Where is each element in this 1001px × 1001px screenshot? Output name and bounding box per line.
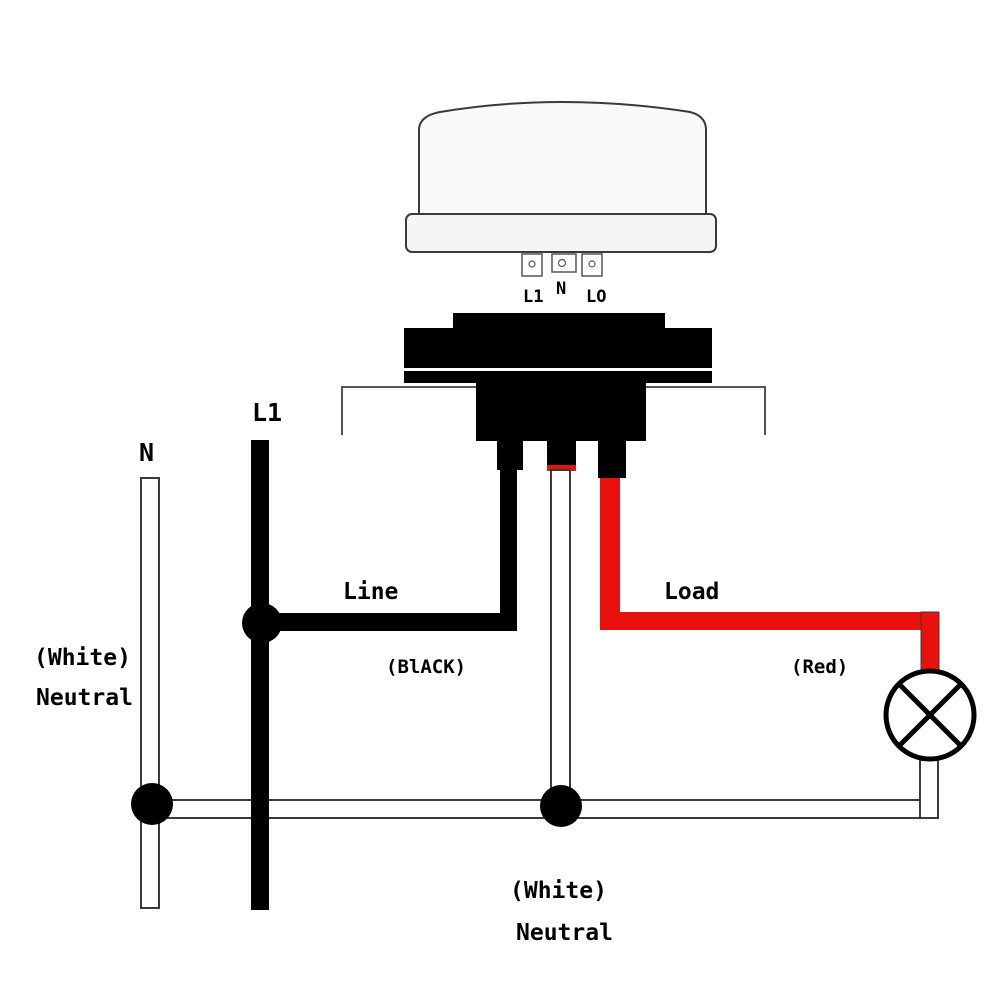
pin-label-n: N	[556, 279, 566, 299]
pin-label-lo: LO	[586, 287, 606, 307]
line-wire-black	[260, 470, 517, 631]
receptacle-body	[476, 383, 646, 441]
junction-dot-line	[242, 603, 282, 643]
bottom-neutral-label: Neutral	[516, 920, 613, 946]
lamp-neutral-lead	[919, 759, 939, 819]
load-color-label: (Red)	[791, 656, 848, 678]
sensor-prong-lo	[581, 253, 603, 277]
left-neutral-label: Neutral	[36, 685, 133, 711]
left-neutral-color-label: (White)	[34, 645, 131, 671]
twist-lock-receptacle	[341, 313, 766, 478]
sensor-prong-l1	[521, 253, 543, 277]
sensor-prong-n	[551, 253, 577, 273]
terminal-label-n: N	[139, 438, 154, 467]
junction-dot-neutral-center	[540, 785, 582, 827]
terminal-load-lead	[598, 440, 626, 478]
neutral-wire-receptacle	[550, 469, 571, 801]
pin-label-l1: L1	[523, 287, 543, 307]
terminal-line-lead	[497, 440, 523, 470]
line-label: Line	[343, 579, 398, 605]
load-wire-red	[600, 478, 939, 672]
mounting-bracket-right	[646, 386, 766, 435]
receptacle-flange	[404, 328, 712, 368]
line-wire-l1	[251, 440, 269, 910]
sensor-base-ring	[405, 213, 717, 253]
junction-dot-neutral-left	[131, 783, 173, 825]
mounting-bracket	[341, 386, 476, 435]
sensor-dome	[418, 101, 707, 216]
lamp-icon	[883, 668, 977, 762]
terminal-label-l1: L1	[252, 398, 282, 427]
photocell-sensor: L1 N LO	[405, 101, 717, 307]
bottom-neutral-color-label: (White)	[510, 878, 607, 904]
receptacle-flange-lower	[404, 371, 712, 383]
neutral-wire-n	[140, 477, 160, 909]
terminal-neutral-lead-tip	[547, 465, 576, 471]
load-label: Load	[664, 579, 719, 605]
line-color-label: (BlACK)	[386, 656, 466, 678]
